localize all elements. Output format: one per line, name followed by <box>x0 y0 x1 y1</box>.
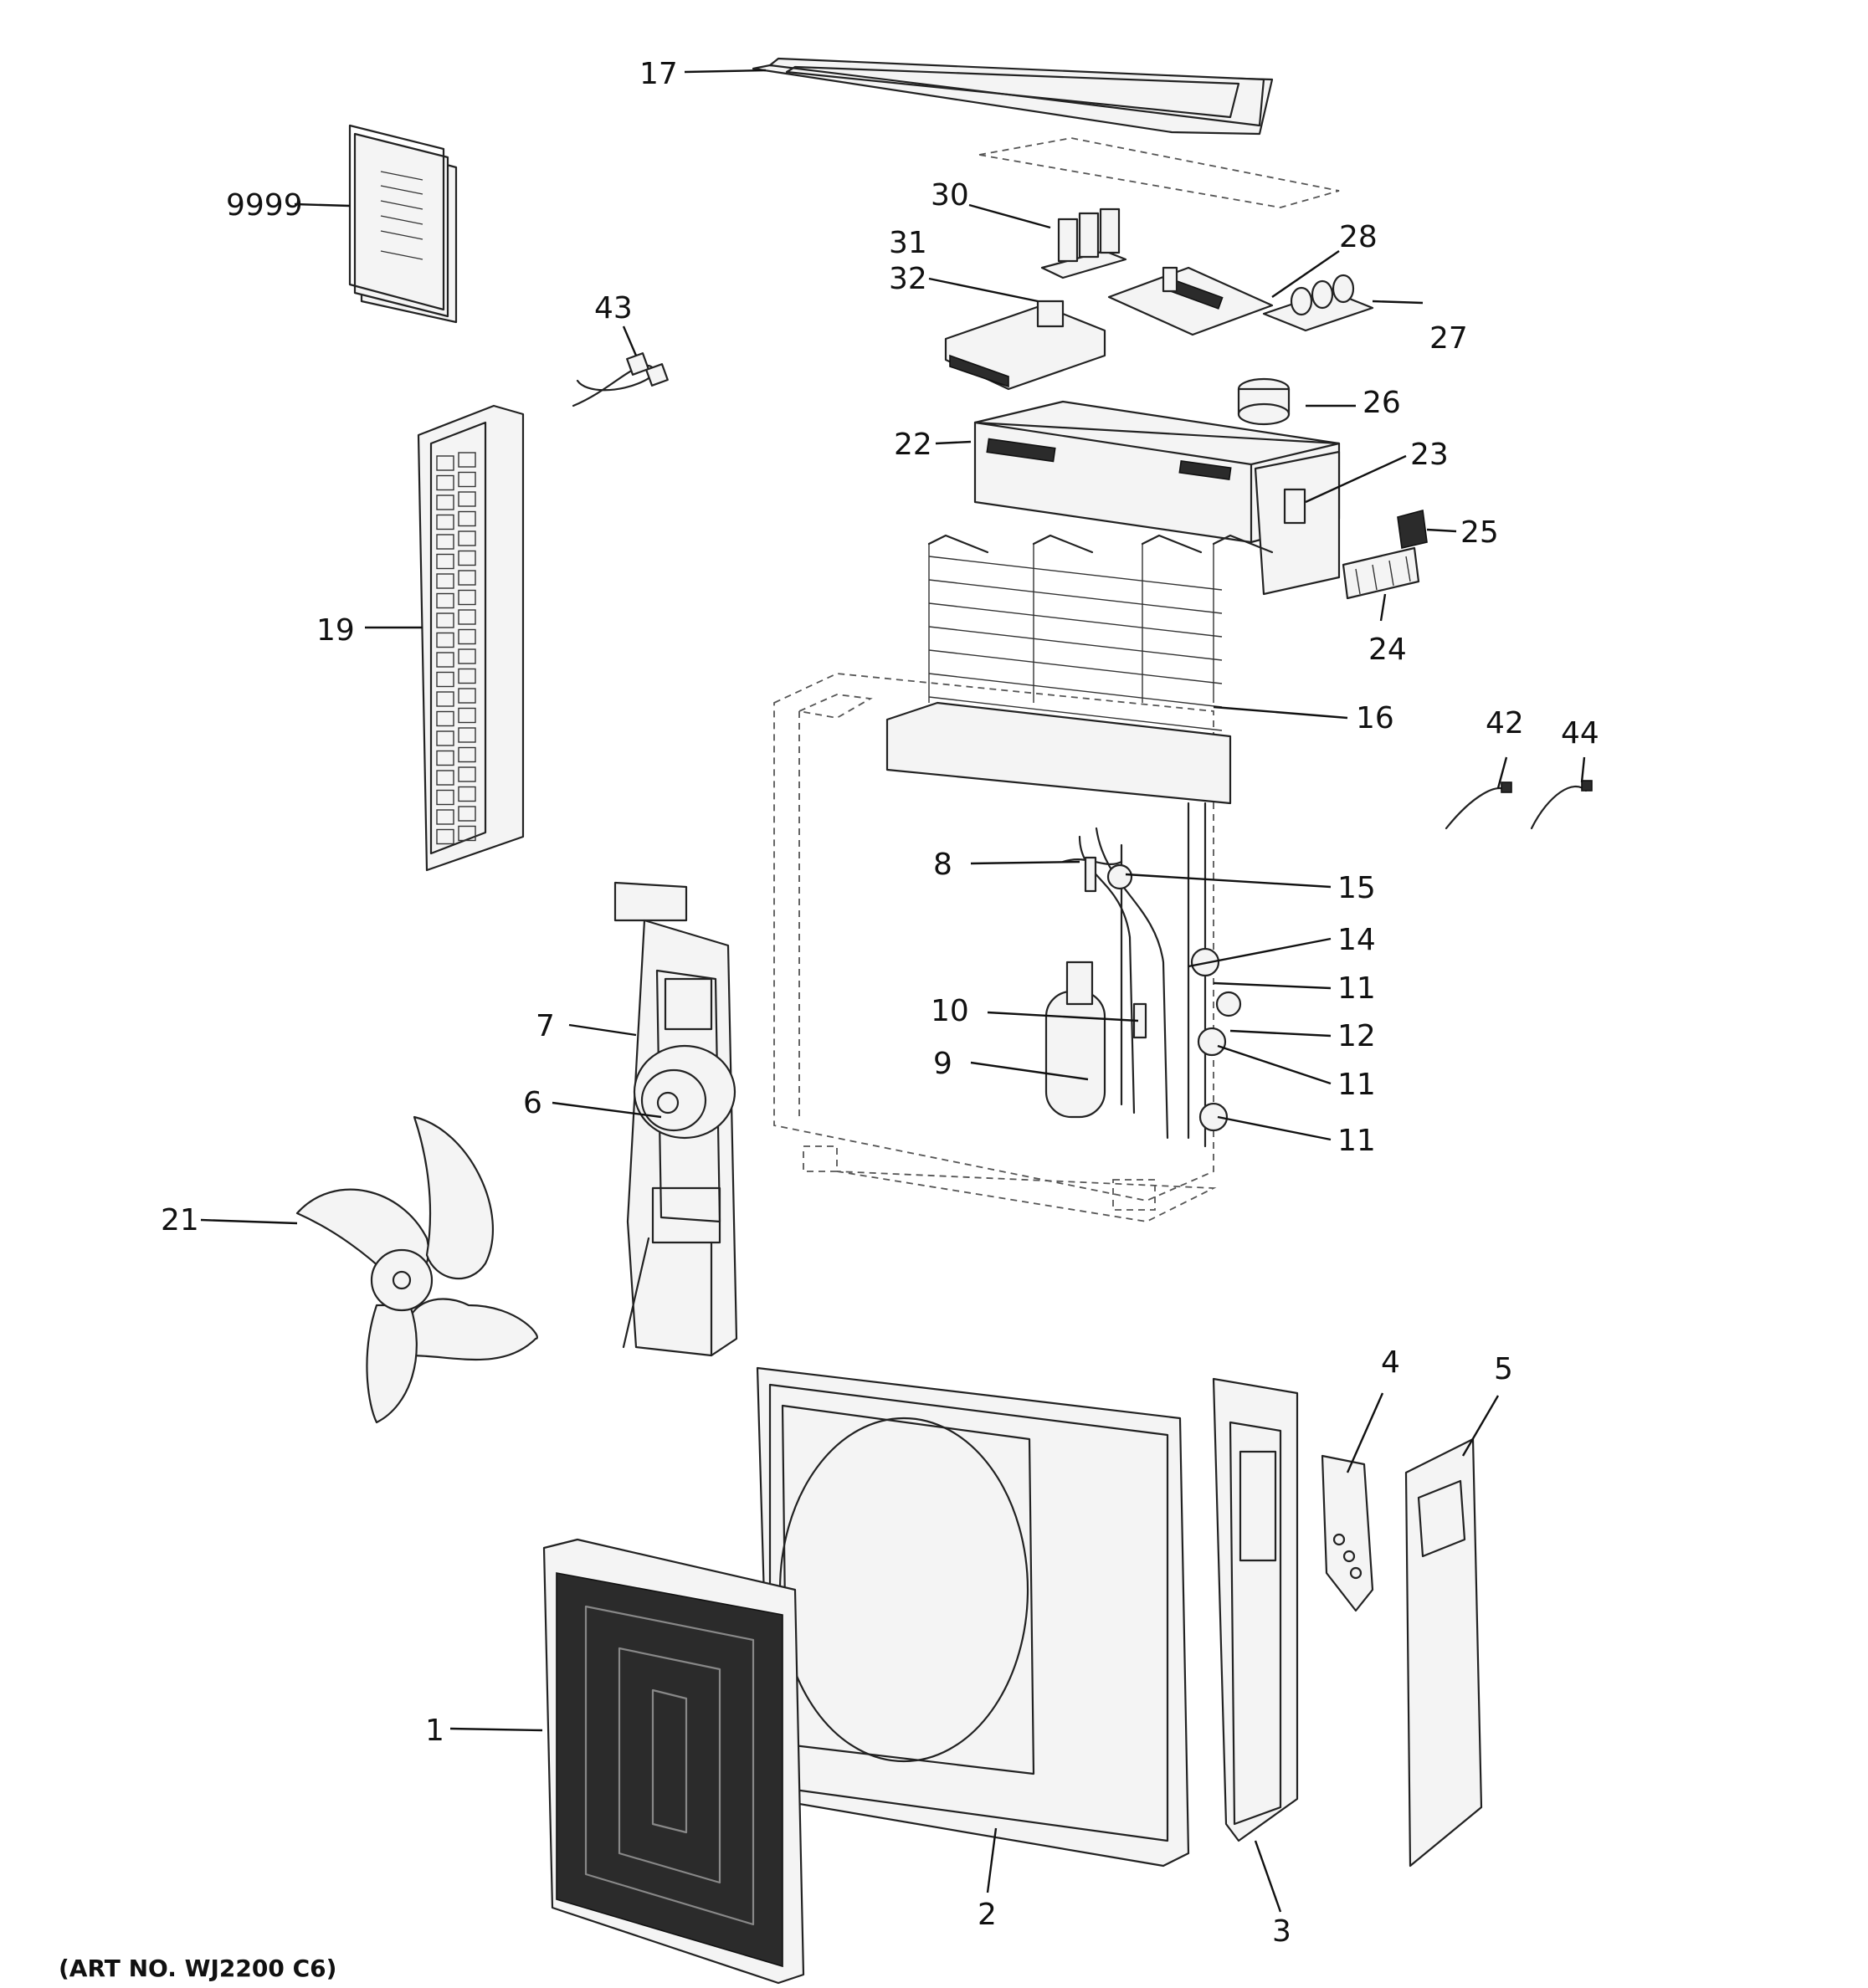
part-16-wire-guard <box>927 534 1274 731</box>
chassis-outline <box>773 673 1217 1222</box>
callout-30: 30 <box>931 178 969 213</box>
callout-15: 15 <box>1337 871 1376 905</box>
callout-9999: 9999 <box>226 188 303 223</box>
callout-16: 16 <box>1356 701 1394 735</box>
callout-21: 21 <box>161 1203 199 1237</box>
part-1-front-grille <box>542 1538 805 1985</box>
part-3-side-panel <box>1212 1377 1299 1842</box>
callout-1: 1 <box>425 1714 444 1748</box>
callout-3: 3 <box>1272 1914 1291 1949</box>
callout-9: 9 <box>933 1047 952 1081</box>
part-28-control-board <box>1107 266 1274 336</box>
part-17-top-cover <box>752 57 1274 136</box>
callout-12: 12 <box>1337 1019 1376 1053</box>
part-24-terminal-block <box>1342 546 1420 600</box>
grille-19-slats <box>436 452 476 845</box>
callout-26: 26 <box>1363 386 1401 420</box>
part-6-fan-motor <box>633 1044 736 1140</box>
part-26-ferrite-core <box>1237 377 1291 426</box>
part-42-sensor <box>1445 781 1512 830</box>
part-25-terminal-block <box>1397 509 1428 549</box>
part-21-fan-blade <box>295 1115 538 1424</box>
callout-42: 42 <box>1486 706 1524 740</box>
part-9999-manual <box>348 124 458 324</box>
callout-43: 43 <box>594 291 633 325</box>
callout-7: 7 <box>536 1009 555 1043</box>
callout-24: 24 <box>1368 633 1407 667</box>
callout-11-b: 11 <box>1337 1068 1376 1102</box>
callout-14: 14 <box>1337 923 1376 957</box>
part-2-front-panel <box>756 1366 1190 1868</box>
callout-27: 27 <box>1429 321 1468 356</box>
callout-32: 32 <box>889 262 927 296</box>
dashed-insulation-sheet <box>978 137 1340 208</box>
callout-11-c: 11 <box>1337 1124 1376 1158</box>
callout-11-a: 11 <box>1337 971 1376 1006</box>
callout-22: 22 <box>894 428 932 462</box>
part-22-electrical-box <box>973 400 1341 544</box>
callout-23: 23 <box>1410 438 1449 472</box>
leader-lines <box>200 69 1586 1913</box>
callout-31: 31 <box>889 226 927 260</box>
part-19-side-grille <box>417 404 525 872</box>
part-30-capacitors <box>1040 208 1127 279</box>
callout-4: 4 <box>1381 1345 1400 1380</box>
part-31-32-heatsink-module <box>944 300 1106 391</box>
callout-8: 8 <box>933 848 952 882</box>
part-27-reactor <box>1262 274 1374 332</box>
callout-17: 17 <box>639 57 678 91</box>
callout-10: 10 <box>931 994 969 1028</box>
part-23-terminal-plate <box>1254 450 1341 596</box>
callout-6: 6 <box>523 1086 542 1120</box>
part-4-valve-plate <box>1321 1454 1374 1612</box>
callout-5: 5 <box>1494 1352 1513 1386</box>
callout-28: 28 <box>1339 220 1378 254</box>
callout-2: 2 <box>978 1898 997 1932</box>
art-number: (ART NO. WJ2200 C6) <box>59 1955 336 1982</box>
part-43-wire <box>572 352 669 407</box>
callout-44: 44 <box>1561 716 1599 751</box>
callout-25: 25 <box>1460 515 1499 550</box>
callout-labels: 17 9999 30 31 32 28 27 43 26 22 23 25 19… <box>161 57 1599 1949</box>
callout-19: 19 <box>316 613 355 648</box>
part-44-sensor <box>1530 780 1593 830</box>
part-5-valve-cover <box>1404 1437 1483 1868</box>
refrigerant-assembly <box>885 701 1242 1148</box>
